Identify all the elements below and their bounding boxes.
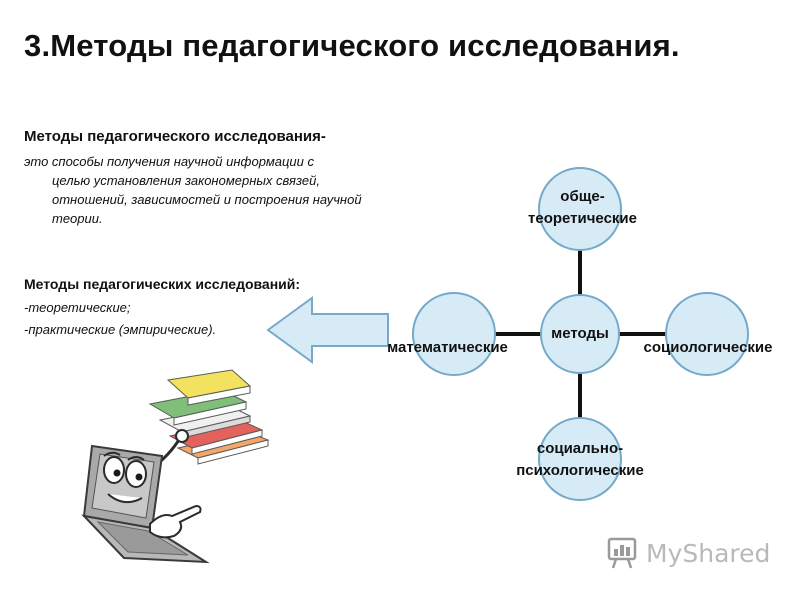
arrow-left-icon [266, 296, 389, 364]
methods-list-item-practical: -практические (эмпирические). [24, 322, 217, 337]
node-circle-left [412, 292, 496, 376]
node-label-left: математические [387, 339, 508, 356]
node-label-right: социологические [643, 339, 773, 356]
definition-text-rest: целью установления закономерных связей, … [52, 173, 362, 226]
node-circle-center [540, 294, 620, 374]
node-label-bottom: социально- психологические [485, 438, 675, 482]
logo-icon [607, 537, 637, 569]
node-label-center: методы [551, 325, 609, 342]
watermark-logo: MyShared [606, 536, 770, 570]
diagram-connectors [495, 250, 666, 418]
methods-list-item-theoretical: -теоретические; [24, 300, 131, 315]
node-circle-top [538, 167, 622, 251]
node-label-top: обще- теоретические [505, 186, 660, 230]
definition-term: Методы педагогического исследования- [24, 128, 326, 145]
node-circle-right [665, 292, 749, 376]
definition-text-first: это способы получения научной информации… [24, 154, 314, 169]
books-stack [148, 369, 270, 465]
node-label-top-line1: обще- [560, 188, 605, 205]
node-label-bottom-line1: социально- [536, 440, 624, 457]
methods-list-title: Методы педагогических исследований: [24, 276, 301, 292]
definition-text: это способы получения научной информации… [24, 152, 384, 228]
node-circle-bottom [538, 417, 622, 501]
laptop-books-clipart [81, 369, 270, 564]
slide-title: 3.Методы педагогического исследования. [24, 28, 680, 63]
node-label-bottom-line2: психологические [516, 462, 644, 479]
logo-text: MyShared [646, 538, 771, 568]
node-label-top-line2: теоретические [528, 210, 637, 227]
